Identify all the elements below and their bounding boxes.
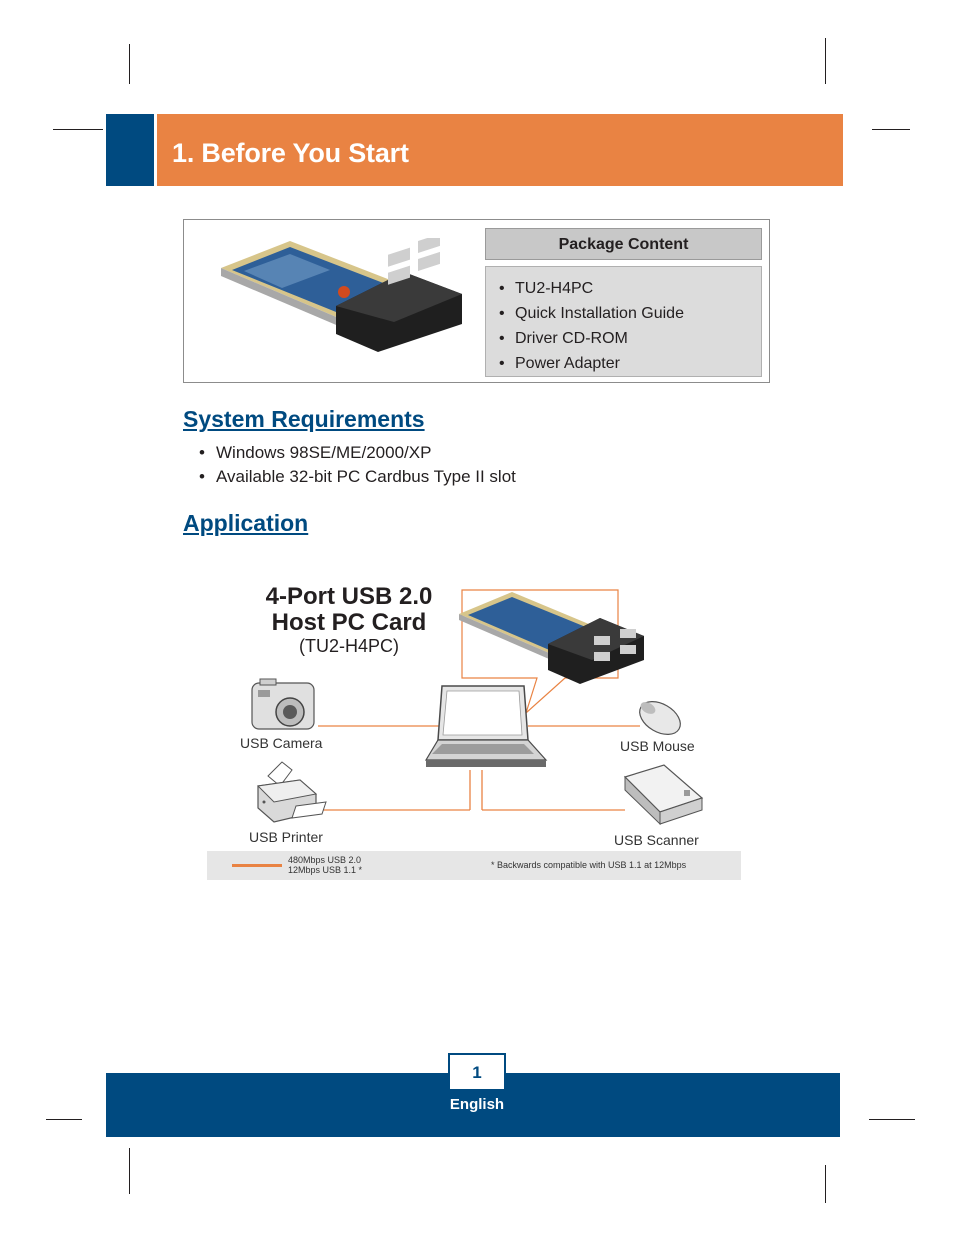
scanner-label: USB Scanner xyxy=(614,832,699,848)
list-item: Driver CD-ROM xyxy=(499,326,761,351)
list-item: Available 32-bit PC Cardbus Type II slot xyxy=(199,465,516,489)
mouse-icon xyxy=(639,701,681,735)
crop-mark xyxy=(53,129,103,130)
crop-mark xyxy=(46,1119,82,1120)
legend-bar xyxy=(207,851,741,880)
crop-mark xyxy=(825,38,826,84)
pc-card-icon xyxy=(459,592,644,684)
header-blue-block xyxy=(106,114,154,186)
crop-mark xyxy=(872,129,910,130)
crop-mark xyxy=(129,44,130,84)
camera-label: USB Camera xyxy=(240,735,323,751)
system-requirements-list: Windows 98SE/ME/2000/XP Available 32-bit… xyxy=(199,441,516,489)
page-number: 1 xyxy=(448,1053,506,1091)
page-title: 1. Before You Start xyxy=(172,138,409,168)
diagram-title-line: Host PC Card xyxy=(271,609,427,636)
mouse-label: USB Mouse xyxy=(620,738,695,754)
diagram-title: 4-Port USB 2.0 Host PC Card xyxy=(235,584,463,636)
connection-lines xyxy=(318,725,640,811)
package-content-heading: Package Content xyxy=(485,228,762,260)
header-orange-bar xyxy=(157,114,843,186)
laptop-icon xyxy=(424,685,548,767)
crop-mark xyxy=(129,1148,130,1194)
list-item: Windows 98SE/ME/2000/XP xyxy=(199,441,516,465)
application-heading: Application xyxy=(183,510,309,536)
list-item: TU2-H4PC xyxy=(499,276,761,301)
camera-icon xyxy=(251,678,315,730)
package-content-list: TU2-H4PC Quick Installation Guide Driver… xyxy=(485,266,762,377)
package-content-box xyxy=(183,219,770,383)
legend-text: 480Mbps USB 2.0 12Mbps USB 1.1 * xyxy=(288,855,362,875)
printer-icon xyxy=(256,761,327,823)
scanner-icon xyxy=(623,764,704,826)
diagram-model: (TU2-H4PC) xyxy=(298,636,399,656)
legend-note: * Backwards compatible with USB 1.1 at 1… xyxy=(491,860,687,870)
legend-line2: 12Mbps USB 1.1 * xyxy=(288,865,363,875)
printer-label: USB Printer xyxy=(249,829,323,845)
crop-mark xyxy=(825,1165,826,1203)
footer-language: English xyxy=(449,1096,505,1113)
pc-card-image xyxy=(221,238,462,352)
application-diagram xyxy=(251,589,704,826)
legend-line1: 480Mbps USB 2.0 xyxy=(288,855,362,865)
list-item: Quick Installation Guide xyxy=(499,301,761,326)
diagram-title-line: 4-Port USB 2.0 xyxy=(265,583,433,610)
crop-mark xyxy=(869,1119,915,1120)
list-item: Power Adapter xyxy=(499,351,761,376)
system-requirements-heading: System Requirements xyxy=(183,406,425,432)
legend-line-sample xyxy=(232,864,282,867)
